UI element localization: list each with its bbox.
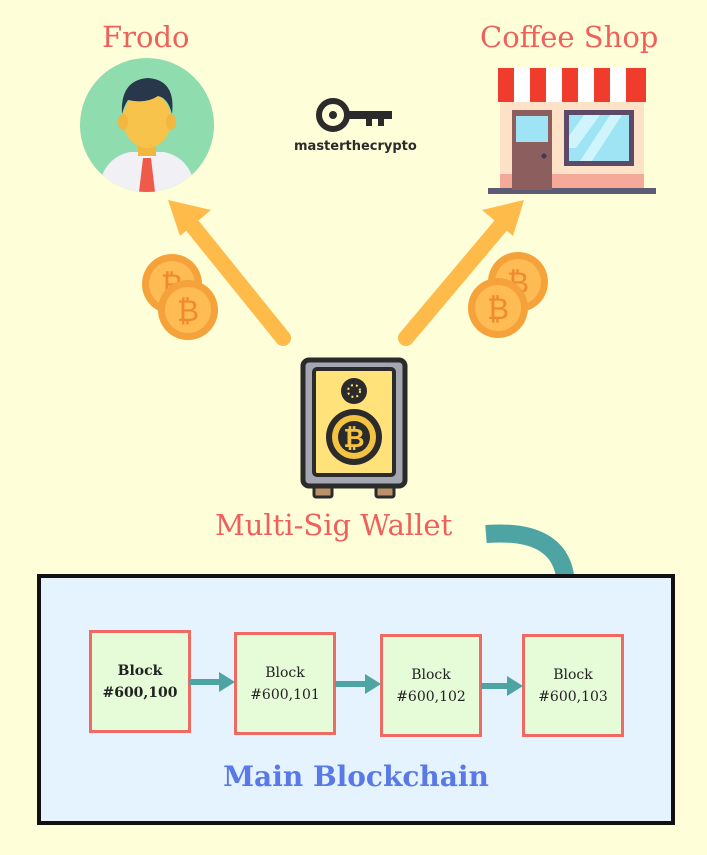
- right-arrow-icon: [481, 676, 523, 696]
- payment-arrows: [168, 200, 524, 346]
- arrow-to-frodo: [168, 200, 291, 346]
- shop-storefront-icon: [488, 68, 656, 194]
- block-600103: Block #600,103: [522, 634, 624, 737]
- bitcoin-coins-left: ₿ ₿: [142, 254, 218, 340]
- brand-name: masterthecrypto: [294, 139, 417, 154]
- arrow-to-shop: [398, 200, 524, 346]
- chain-links: [189, 672, 523, 696]
- bitcoin-coin-icon: ₿: [158, 280, 218, 340]
- block-label: Block: [117, 662, 163, 679]
- block-number: #600,100: [102, 684, 178, 701]
- multisig-wallet-label: Multi-Sig Wallet: [215, 508, 453, 542]
- bitcoin-coin-icon: ₿: [468, 278, 528, 338]
- right-arrow-icon: [335, 674, 381, 694]
- coffee-shop-label: Coffee Shop: [480, 20, 659, 54]
- safe-vault-icon: ₿: [300, 357, 408, 499]
- main-blockchain-title: Main Blockchain: [223, 760, 489, 793]
- block-label: Block: [411, 666, 451, 683]
- block-label: Block: [265, 664, 305, 681]
- svg-text:₿: ₿: [343, 424, 364, 454]
- right-arrow-icon: [189, 672, 235, 692]
- main-blockchain-panel: Block #600,100 Block #600,101 Block #600…: [37, 574, 675, 825]
- bitcoin-coins-right: ₿ ₿: [468, 252, 548, 338]
- block-number: #600,101: [250, 686, 320, 703]
- block-number: #600,103: [538, 688, 608, 705]
- block-600102: Block #600,102: [380, 634, 482, 737]
- person-avatar-icon: [80, 58, 214, 192]
- block-label: Block: [553, 666, 593, 683]
- key-logo-icon: [316, 98, 392, 132]
- svg-text:₿: ₿: [177, 294, 199, 329]
- svg-text:₿: ₿: [487, 292, 509, 327]
- block-600100: Block #600,100: [89, 630, 191, 733]
- block-number: #600,102: [396, 688, 466, 705]
- block-600101: Block #600,101: [234, 632, 336, 735]
- frodo-label: Frodo: [102, 20, 190, 54]
